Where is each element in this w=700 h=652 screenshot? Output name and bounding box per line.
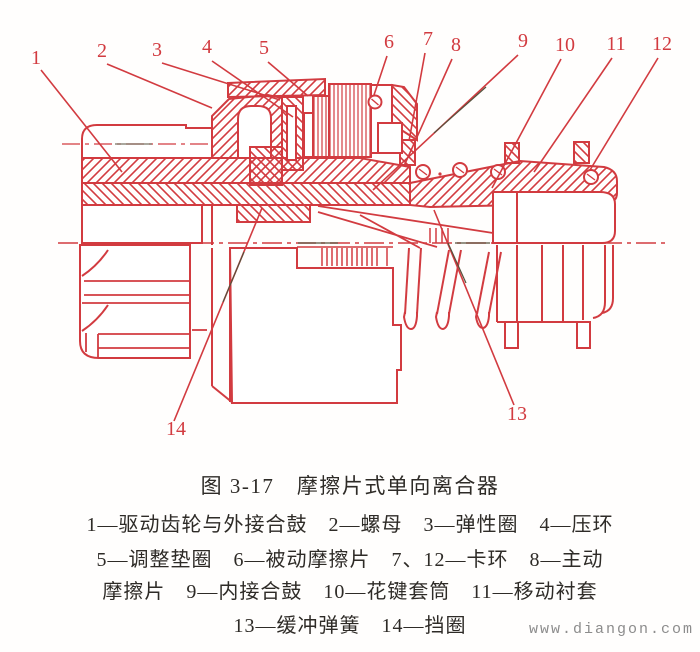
callout-14: 14	[166, 418, 186, 440]
callout-1: 1	[31, 47, 41, 69]
callout-2: 2	[97, 40, 107, 62]
drive-gear-section	[62, 124, 213, 359]
elastic-ring-zone	[249, 146, 283, 186]
callout-12: 12	[652, 33, 672, 55]
leader-lines	[40, 52, 659, 422]
callout-11: 11	[606, 33, 625, 55]
legend-line-1: 1—驱动齿轮与外接合鼓 2—螺母 3—弹性圈 4—压环	[86, 514, 614, 536]
spline-sleeve	[297, 191, 616, 266]
buffer-spring	[402, 247, 502, 331]
callout-4: 4	[202, 36, 212, 58]
rivets	[415, 162, 599, 185]
legend-line-3: 摩擦片 9—内接合鼓 10—花键套筒 11—移动衬套	[102, 581, 598, 603]
outer-drum-right-wall	[377, 83, 418, 166]
legend-line-4: 13—缓冲弹簧 14—挡圈	[233, 615, 467, 637]
callout-5: 5	[259, 37, 269, 59]
snap-rings	[504, 141, 590, 164]
watermark-url: www.diangon.com	[528, 621, 694, 638]
retaining-washer-14	[236, 204, 311, 223]
callout-8: 8	[451, 34, 461, 56]
friction-plate-pack	[227, 77, 393, 158]
ramp-lines	[317, 205, 494, 249]
callout-7: 7	[423, 28, 433, 50]
snap-ring-12	[573, 141, 590, 164]
callout-3: 3	[152, 39, 162, 61]
sleeve-section	[496, 245, 614, 349]
callout-9: 9	[518, 30, 528, 52]
legend-line-2: 5—调整垫圈 6—被动摩擦片 7、12—卡环 8—主动	[96, 549, 604, 571]
callout-10: 10	[555, 34, 575, 56]
outer-drum-rim-bands	[81, 157, 411, 206]
nut-section	[211, 93, 283, 186]
clutch-cross-section-diagram: 1 2 3 4 5 6 7 8 9 10 11 12 13 14	[31, 28, 672, 440]
callout-numbers: 1 2 3 4 5 6 7 8 9 10 11 12 13 14	[31, 28, 672, 440]
callout-13: 13	[507, 403, 527, 425]
inner-drum	[228, 247, 402, 404]
callout-6: 6	[384, 31, 394, 53]
pressure-ring	[281, 96, 314, 171]
figure-title: 图 3-17 摩擦片式单向离合器	[200, 474, 500, 498]
